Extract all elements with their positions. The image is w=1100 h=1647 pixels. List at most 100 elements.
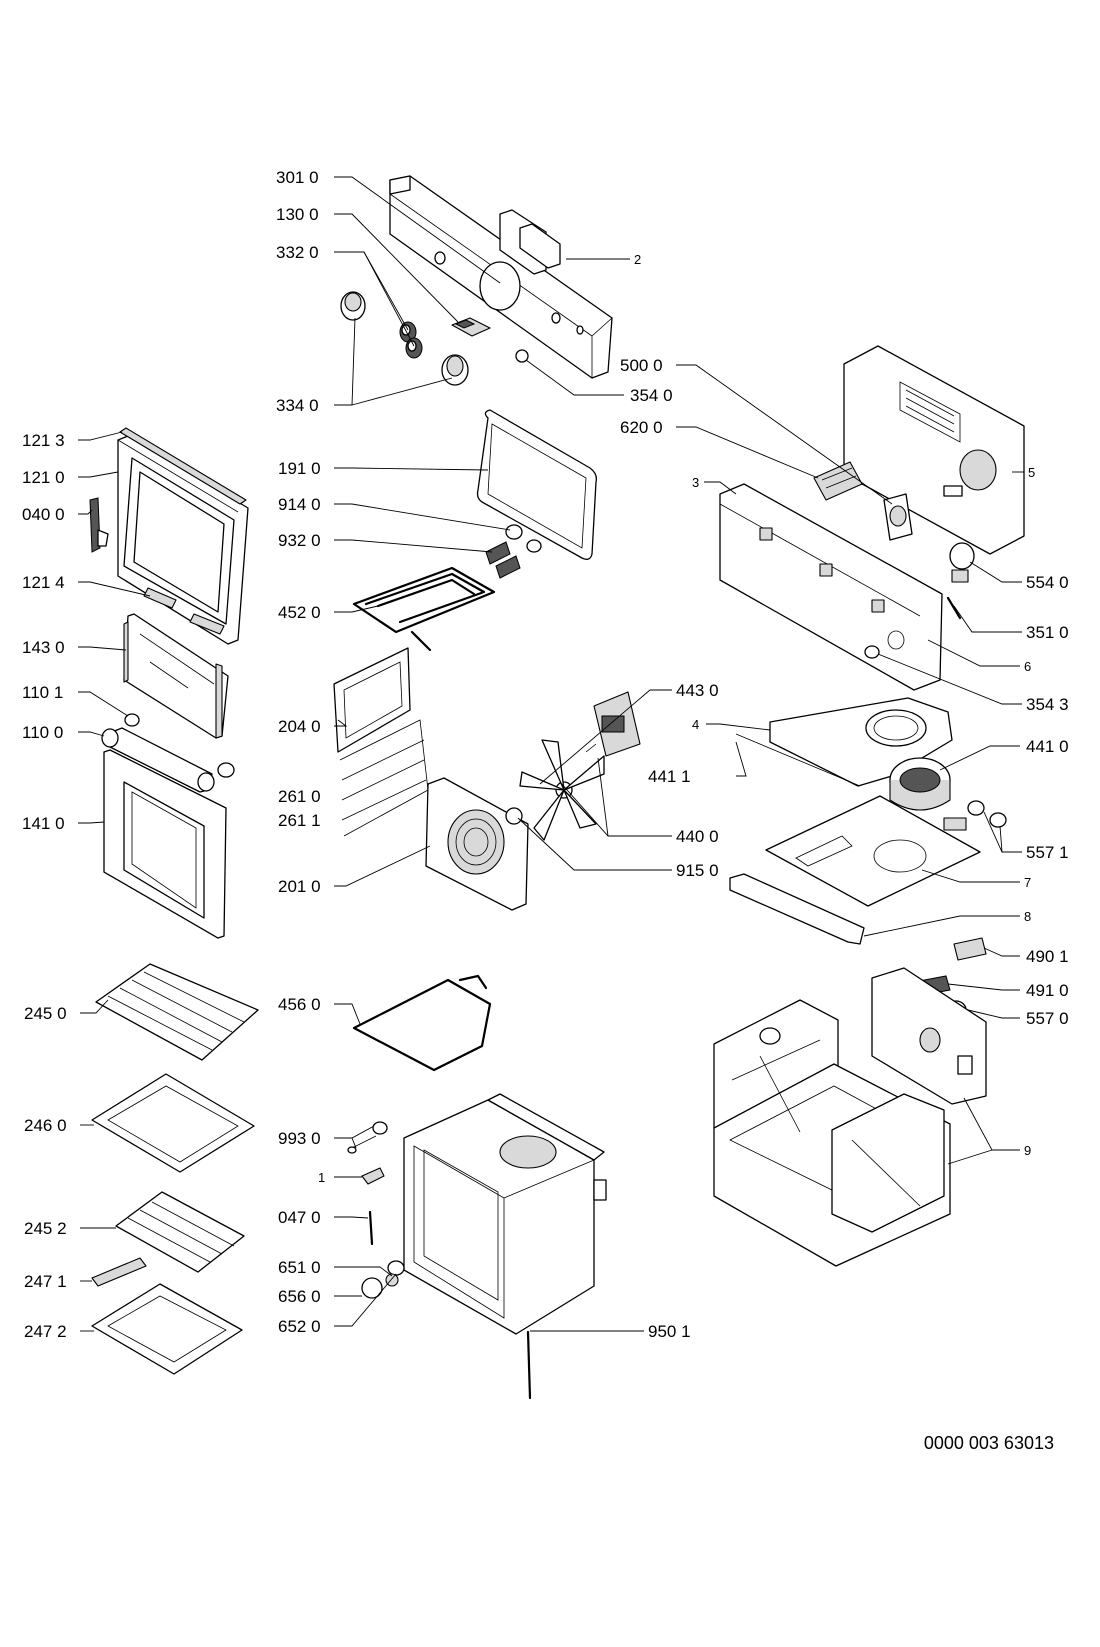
tray-handle xyxy=(91,1257,147,1287)
part-label: 452 0 xyxy=(278,603,321,622)
part-label: 9 xyxy=(1024,1143,1031,1158)
electronics-group: 500 0 620 0 3 5 554 0 351 0 6 354 3 xyxy=(620,345,1069,714)
part-label: 354 3 xyxy=(1026,695,1069,714)
part-label: 5 xyxy=(1028,465,1035,480)
part-label: 040 0 xyxy=(22,505,65,524)
grill-element xyxy=(352,541,521,652)
part-label: 047 0 xyxy=(278,1208,321,1227)
part-label: 121 4 xyxy=(22,573,65,592)
part-label: 914 0 xyxy=(278,495,321,514)
part-label: 351 0 xyxy=(1026,623,1069,642)
part-label: 993 0 xyxy=(278,1129,321,1148)
knob-part xyxy=(441,354,469,386)
part-label: 8 xyxy=(1024,909,1031,924)
lamp-part xyxy=(515,349,529,363)
part-label: 557 1 xyxy=(1026,843,1069,862)
seal-part xyxy=(526,1330,532,1400)
screw-part xyxy=(347,1121,388,1154)
part-label: 620 0 xyxy=(620,418,663,437)
oven-cavity xyxy=(403,1093,607,1335)
part-label: 247 2 xyxy=(24,1322,67,1341)
part-label: 7 xyxy=(1024,875,1031,890)
top-strip xyxy=(119,427,247,505)
switch-part xyxy=(451,317,491,337)
part-label: 334 0 xyxy=(276,396,319,415)
part-label: 245 0 xyxy=(24,1004,67,1023)
wire-shelf xyxy=(95,963,259,1061)
part-label: 245 2 xyxy=(24,1219,67,1238)
control-panel-part xyxy=(389,175,613,379)
thermostat-part xyxy=(949,542,975,583)
outer-door xyxy=(103,749,227,939)
part-label: 441 0 xyxy=(1026,737,1069,756)
part-label: 443 0 xyxy=(676,681,719,700)
deep-tray xyxy=(91,1283,243,1375)
part-label: 354 0 xyxy=(630,386,673,405)
part-label: 656 0 xyxy=(278,1287,321,1306)
part-label: 3 xyxy=(692,475,699,490)
grill-rack xyxy=(115,1191,245,1273)
cooling-fan xyxy=(889,757,951,811)
heating-group: 191 0 914 0 932 0 452 0 204 0 261 0 261 … xyxy=(278,409,719,911)
rod-part xyxy=(735,733,861,787)
door-gasket xyxy=(476,409,598,560)
rod-part xyxy=(368,1210,374,1246)
front-strip xyxy=(729,873,865,945)
selector-switch xyxy=(813,461,863,501)
door-handle xyxy=(101,713,235,793)
washer-part xyxy=(505,524,523,540)
knob-part xyxy=(340,291,366,321)
part-label: 121 3 xyxy=(22,431,65,450)
part-label: 557 0 xyxy=(1026,1009,1069,1028)
document-reference: 0000 003 63013 xyxy=(923,1433,1054,1453)
part-label: 2 xyxy=(634,252,641,267)
part-label: 110 0 xyxy=(22,723,63,742)
part-label: 332 0 xyxy=(276,243,319,262)
part-label: 301 0 xyxy=(276,168,319,187)
part-label: 121 0 xyxy=(22,468,65,487)
bushing-part xyxy=(505,807,523,825)
fan-blade xyxy=(519,739,605,841)
top-frame xyxy=(843,345,1025,555)
part-label: 261 1 xyxy=(278,811,321,830)
part-label: 500 0 xyxy=(620,356,663,375)
control-rail xyxy=(719,483,943,691)
part-label: 554 0 xyxy=(1026,573,1069,592)
part-label: 4 xyxy=(692,717,699,732)
lamp-assembly xyxy=(361,1260,405,1299)
connector-part xyxy=(953,937,987,961)
part-label: 490 1 xyxy=(1026,947,1069,966)
fan-cover xyxy=(425,777,529,911)
part-label: 6 xyxy=(1024,659,1031,674)
oven-housing xyxy=(713,967,987,1267)
part-label: 932 0 xyxy=(278,531,321,550)
accessories-group: 245 0 246 0 245 2 247 1 247 2 xyxy=(24,963,259,1375)
part-label: 261 0 xyxy=(278,787,321,806)
side-panel xyxy=(333,647,411,753)
fan-box-group: 4 441 1 441 0 557 1 7 8 xyxy=(648,697,1069,945)
part-label: 1 xyxy=(318,1170,325,1185)
housing-group: 490 1 491 0 557 0 9 xyxy=(713,937,1069,1267)
part-label: 247 1 xyxy=(24,1272,67,1291)
part-label: 201 0 xyxy=(278,877,321,896)
part-label: 456 0 xyxy=(278,995,321,1014)
part-label: 204 0 xyxy=(278,717,321,736)
part-label: 141 0 xyxy=(22,814,65,833)
part-label: 491 0 xyxy=(1026,981,1069,1000)
control-panel-group: 301 0 130 0 332 0 334 0 2 354 0 xyxy=(276,168,673,415)
part-label: 143 0 xyxy=(22,638,65,657)
part-label: 110 1 xyxy=(22,683,63,702)
lower-element xyxy=(352,974,492,1072)
baking-tray xyxy=(91,1073,255,1173)
timer-part xyxy=(883,493,913,541)
part-label: 915 0 xyxy=(676,861,719,880)
part-label: 246 0 xyxy=(24,1116,67,1135)
part-label: 130 0 xyxy=(276,205,319,224)
part-label: 191 0 xyxy=(278,459,321,478)
bracket-part xyxy=(361,1167,385,1185)
sensor-part xyxy=(946,596,962,620)
shelf-support xyxy=(339,719,429,837)
door-group: 121 3 121 0 040 0 121 4 143 0 110 1 110 … xyxy=(22,427,249,939)
fan-motor xyxy=(585,691,641,757)
